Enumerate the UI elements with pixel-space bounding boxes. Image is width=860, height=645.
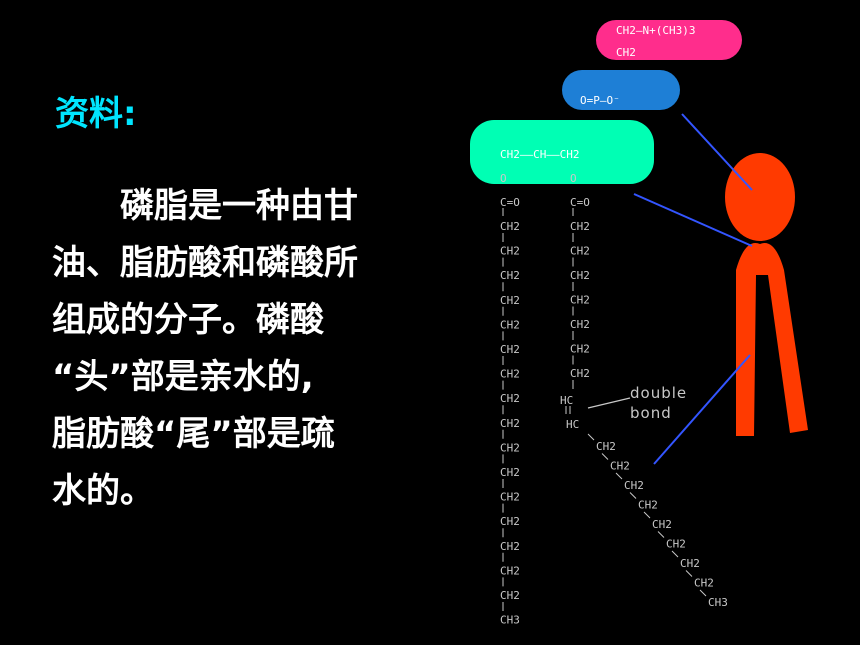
chain-hc: HC [560,394,573,407]
body-line-4: “头”部是亲水的, [52,357,314,397]
chain-bond [699,589,707,597]
chain-ch2: CH2 [570,294,590,307]
pointer-glycerol-to-neck [633,193,753,247]
chain-ch2: CH2 [500,466,520,479]
double-bond-label-1: double [630,384,687,402]
fatty-acid-chain-saturated: OC=OCH2CH2CH2CH2CH2CH2CH2CH2CH2CH2CH2CH2… [500,172,520,627]
chain-ch2: CH2 [570,220,590,233]
chain-ch2: CH2 [570,343,590,356]
body-line-5: 脂肪酸“尾”部是疏 [52,414,335,454]
chain-ch2: CH2 [500,220,520,233]
chain-ch2: CH2 [570,269,590,282]
chain-ch2: CH2 [570,367,590,380]
chain-ch2: CH2 [500,245,520,258]
chain-ch2: CH2 [500,417,520,430]
chain-ch2: CH2 [500,515,520,528]
chain-link-o: O [570,172,577,185]
chain-bond [671,550,679,558]
phospholipid-model [725,153,808,436]
double-bond-pointer [587,397,631,409]
body-line-6: 水的。 [52,471,154,511]
model-tails [736,243,808,436]
chain-ch2: CH2 [596,440,616,453]
chain-bond [601,453,609,460]
chain-ch2: CH2 [638,499,658,512]
chain-ch2: CH2 [500,491,520,504]
chain-ch2: CH2 [570,318,590,331]
chain-ch2: CH2 [500,392,520,405]
choline-block [596,20,742,60]
chain-ch2: CH2 [500,564,520,577]
chain-hc: HC [566,418,579,431]
choline-ch2: CH2 [616,46,636,59]
chain-ch2: CH2 [500,269,520,282]
chain-ch2: CH2 [680,557,700,570]
chain-ch2: CH2 [666,538,686,551]
glycerol-block [470,120,654,184]
chain-bond [629,492,637,499]
chain-bond [685,570,693,577]
chain-ch3: CH3 [500,614,520,627]
chain-ch2: CH2 [694,577,714,590]
chain-carbonyl: C=O [570,196,590,209]
chain-ch2: CH2 [500,540,520,553]
chain-bond [615,472,623,480]
chain-bond [587,433,595,441]
double-bond-label-2: bond [630,404,672,422]
pointer-chain-to-tail [653,354,751,465]
body-line-1: 磷脂是一种由甘 [52,186,358,226]
chain-ch2: CH2 [500,294,520,307]
chain-carbonyl: C=O [500,196,520,209]
phosphate-block [562,70,680,110]
body-line-2: 油、脂肪酸和磷酸所 [52,243,358,283]
phosphate-formula: O=P—O⁻ [580,94,620,107]
model-head [725,153,795,241]
chain-ch2: CH2 [500,589,520,602]
chain-ch3: CH3 [708,596,728,609]
chain-ch2: CH2 [610,460,630,473]
chain-ch2: CH2 [500,368,520,381]
chain-link-o: O [500,172,507,185]
pointer-phosphate-to-head [681,113,753,191]
choline-formula: CH2—N+(CH3)3 [616,24,695,37]
fatty-acid-chain-unsaturated: OC=OCH2CH2CH2CH2CH2CH2CH2HCHCCH2CH2CH2CH… [560,172,728,609]
chain-ch2: CH2 [500,343,520,356]
chain-ch2: CH2 [500,441,520,454]
body-line-3: 组成的分子。磷酸 [52,300,324,340]
chain-bond [643,511,651,519]
glycerol-formula: CH2——CH——CH2 [500,148,579,161]
chain-ch2: CH2 [624,479,644,492]
slide-title: 资料: [55,94,137,134]
chain-ch2: CH2 [652,518,672,531]
chain-bond [657,531,665,538]
chain-ch2: CH2 [500,318,520,331]
body-text: 磷脂是一种由甘 油、脂肪酸和磷酸所 组成的分子。磷酸 “头”部是亲水的, 脂肪酸… [52,178,452,520]
chain-ch2: CH2 [570,245,590,258]
